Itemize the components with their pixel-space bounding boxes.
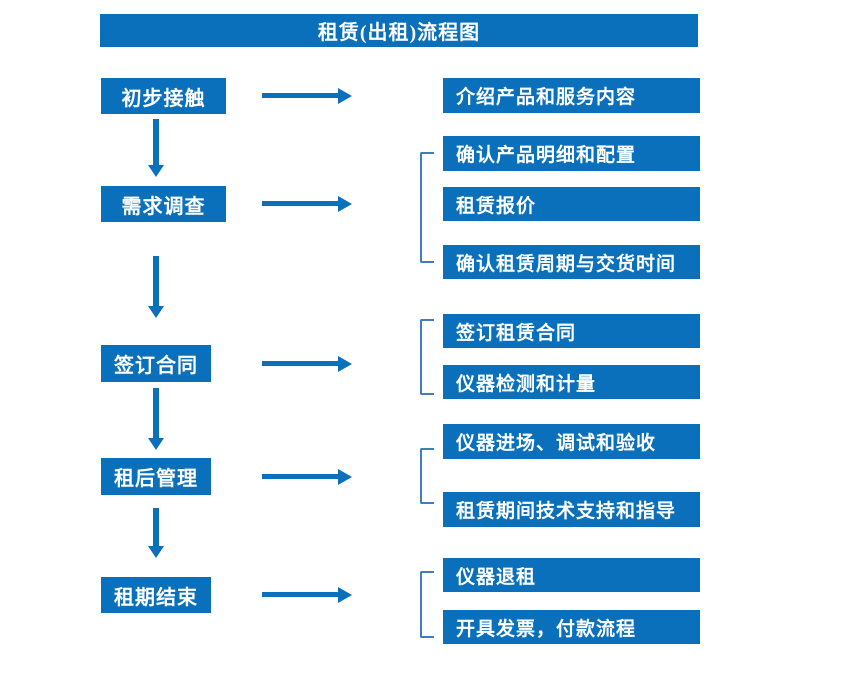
output-box-rental-quotation: 租赁报价 bbox=[443, 187, 700, 221]
group-bracket-icon bbox=[420, 152, 434, 263]
right-arrow-icon bbox=[262, 592, 338, 597]
output-box-confirm-rental-period: 确认租赁周期与交货时间 bbox=[443, 245, 700, 279]
output-box-invoice-payment: 开具发票，付款流程 bbox=[443, 610, 700, 644]
output-box-sign-rental-contract: 签订租赁合同 bbox=[443, 314, 700, 348]
stage-box-initial-contact: 初步接触 bbox=[101, 78, 226, 114]
down-arrow-icon bbox=[153, 256, 159, 306]
stage-box-demand-survey: 需求调查 bbox=[101, 186, 226, 222]
down-arrow-icon bbox=[153, 119, 159, 165]
output-box-confirm-product-details: 确认产品明细和配置 bbox=[443, 136, 700, 171]
right-arrow-icon bbox=[262, 361, 338, 366]
output-box-technical-support: 租赁期间技术支持和指导 bbox=[443, 492, 700, 527]
right-arrow-icon bbox=[262, 201, 338, 206]
down-arrow-icon bbox=[153, 388, 159, 438]
output-box-instrument-setup-acceptance: 仪器进场、调试和验收 bbox=[443, 424, 700, 459]
stage-box-post-rental-management: 租后管理 bbox=[101, 458, 211, 495]
group-bracket-icon bbox=[420, 319, 434, 395]
down-arrow-icon bbox=[153, 508, 159, 546]
diagram-title: 租赁(出租)流程图 bbox=[100, 14, 698, 47]
stage-box-sign-contract: 签订合同 bbox=[101, 345, 211, 382]
output-box-instrument-testing: 仪器检测和计量 bbox=[443, 365, 700, 399]
right-arrow-icon bbox=[262, 474, 338, 479]
group-bracket-icon bbox=[420, 571, 434, 638]
group-bracket-icon bbox=[420, 448, 434, 504]
stage-box-rental-end: 租期结束 bbox=[101, 577, 211, 613]
output-box-instrument-return: 仪器退租 bbox=[443, 558, 700, 592]
output-box-introduce-products: 介绍产品和服务内容 bbox=[443, 78, 700, 113]
right-arrow-icon bbox=[262, 93, 338, 98]
